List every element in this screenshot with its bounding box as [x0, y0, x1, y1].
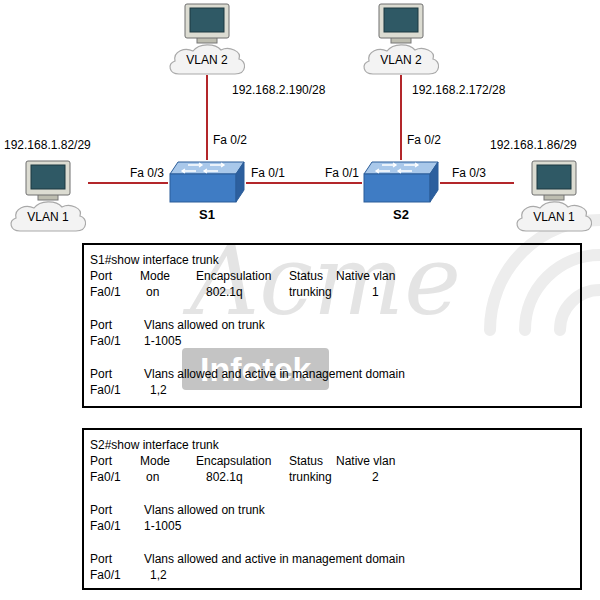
command-line: S2#show interface trunk: [90, 438, 219, 452]
ethernet-link: [440, 182, 514, 184]
table-cell: Fa0/1: [90, 519, 121, 533]
switch-node: S2: [362, 160, 440, 226]
ethernet-link: [246, 182, 362, 184]
table-cell: Fa0/1: [90, 285, 121, 299]
column-header: Status: [289, 269, 323, 283]
table-cell: trunking: [289, 285, 332, 299]
column-header: Mode: [140, 454, 170, 468]
port-label: Fa 0/2: [407, 133, 441, 147]
column-header: Encapsulation: [196, 269, 271, 283]
port-label: Fa 0/3: [452, 166, 486, 180]
table-cell: 1,2: [150, 568, 167, 582]
switch-arrow: [398, 169, 412, 173]
switch-body: [170, 162, 244, 202]
table-cell: 802.1q: [206, 470, 243, 484]
column-header: Mode: [140, 269, 170, 283]
column-header: Port: [90, 503, 112, 517]
vlan-label: VLAN 2: [361, 53, 441, 67]
table-cell: Fa0/1: [90, 383, 121, 397]
column-header: Vlans allowed on trunk: [144, 318, 265, 332]
column-header: Port: [90, 454, 112, 468]
pc-node: VLAN 1: [514, 160, 594, 232]
table-cell: 802.1q: [206, 285, 243, 299]
table-cell: Fa0/1: [90, 334, 121, 348]
table-cell: Fa0/1: [90, 568, 121, 582]
switch-name: S1: [168, 208, 246, 222]
port-label: Fa 0/2: [213, 133, 247, 147]
switch-name: S2: [362, 208, 440, 222]
table-cell: 1-1005: [144, 334, 181, 348]
table-cell: Fa0/1: [90, 470, 121, 484]
ip-address: 192.168.2.172/28: [412, 83, 505, 97]
port-label: Fa 0/1: [325, 166, 359, 180]
wifi-arc: [525, 255, 600, 330]
switch-arrow: [376, 169, 390, 173]
wifi-arc: [490, 220, 600, 330]
monitor: [532, 161, 576, 200]
vlan-label: VLAN 1: [8, 210, 88, 224]
column-header: Native vlan: [336, 454, 395, 468]
ethernet-link: [206, 75, 208, 160]
column-header: Port: [90, 367, 112, 381]
monitor: [185, 4, 229, 43]
vlan-label: VLAN 2: [167, 53, 247, 67]
switch-arrow: [204, 169, 218, 173]
pc-node: VLAN 2: [361, 3, 441, 75]
switch-arrow: [382, 163, 396, 167]
column-header: Port: [90, 552, 112, 566]
column-header: Encapsulation: [196, 454, 271, 468]
switch-arrow: [188, 163, 202, 167]
table-cell: trunking: [289, 470, 332, 484]
column-header: Vlans allowed on trunk: [144, 503, 265, 517]
pc-node: VLAN 2: [167, 3, 247, 75]
switch-node: S1: [168, 160, 246, 226]
table-cell: 1-1005: [144, 519, 181, 533]
table-cell: on: [146, 470, 159, 484]
table-cell: 2: [372, 470, 379, 484]
switch-arrow: [210, 163, 224, 167]
switch-arrow: [404, 163, 418, 167]
cli-output-box: S2#show interface trunkPort Mode Encapsula…: [82, 428, 582, 590]
monitor: [379, 4, 423, 43]
table-cell: on: [146, 285, 159, 299]
column-header: Vlans allowed and active in management d…: [144, 367, 405, 381]
cli-output-box: S1#show interface trunkPort Mode Encapsula…: [82, 243, 582, 408]
monitor: [26, 161, 70, 200]
ethernet-link: [400, 75, 402, 160]
port-label: Fa 0/1: [251, 166, 285, 180]
vlan-label: VLAN 1: [514, 210, 594, 224]
switch-arrow: [182, 169, 196, 173]
column-header: Status: [289, 454, 323, 468]
ethernet-link: [88, 182, 168, 184]
column-header: Native vlan: [336, 269, 395, 283]
wifi-arc: [560, 290, 600, 330]
pc-node: VLAN 1: [8, 160, 88, 232]
command-line: S1#show interface trunk: [90, 253, 219, 267]
ip-address: 192.168.1.82/29: [4, 138, 91, 152]
table-cell: 1,2: [150, 383, 167, 397]
column-header: Port: [90, 318, 112, 332]
column-header: Vlans allowed and active in management d…: [144, 552, 405, 566]
ip-address: 192.168.1.86/29: [490, 138, 577, 152]
port-label: Fa 0/3: [130, 166, 164, 180]
column-header: Port: [90, 269, 112, 283]
switch-body: [364, 162, 438, 202]
wifi-arcs: [490, 220, 600, 330]
ip-address: 192.168.2.190/28: [232, 83, 325, 97]
table-cell: 1: [372, 285, 379, 299]
